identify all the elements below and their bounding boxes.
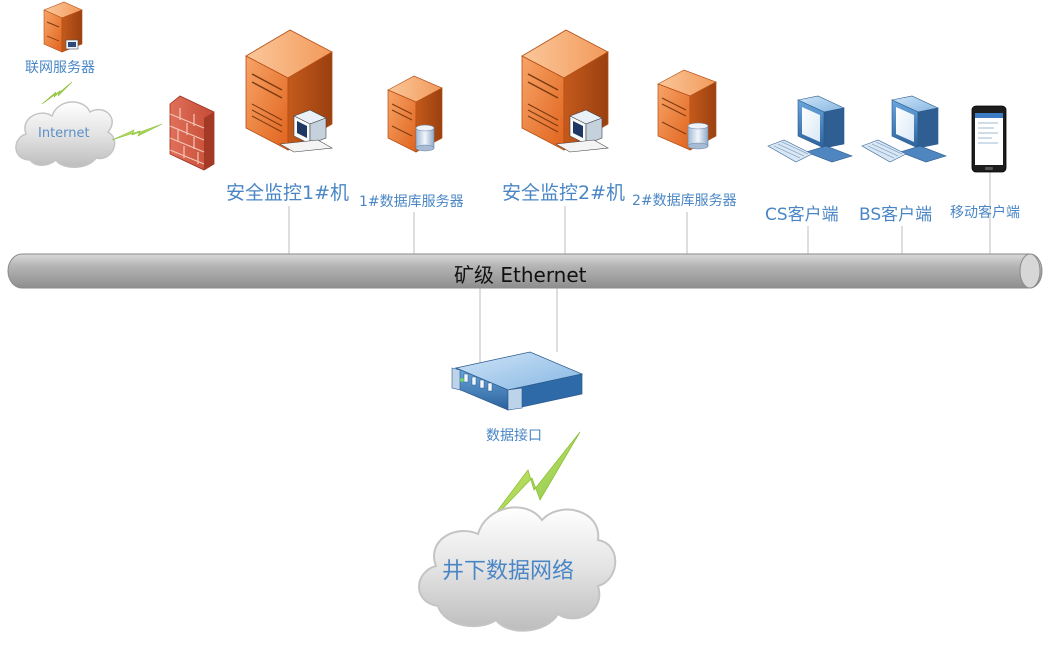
web-server-icon: [43, 1, 83, 53]
cs-client-label: CS客户端: [765, 205, 839, 225]
db2-server-icon: [657, 69, 717, 151]
lightning-web-internet: [41, 81, 73, 105]
smartphone-icon: [971, 105, 1007, 173]
internet-label: Internet: [38, 126, 90, 141]
firewall-icon: [169, 95, 215, 171]
bs-client-computer-icon: [861, 95, 947, 163]
data-interface-label: 数据接口: [486, 428, 542, 444]
bs-client-label: BS客户端: [859, 205, 933, 225]
underground-cloud-icon: [418, 506, 617, 632]
ethernet-bus-label: 矿级 Ethernet: [454, 263, 587, 287]
db1-server-icon: [387, 75, 443, 153]
internet-cloud-icon: [15, 101, 116, 168]
mobile-client-label: 移动客户端: [950, 205, 1020, 221]
web-server-label: 联网服务器: [25, 60, 95, 76]
monitor2-label: 安全监控2#机: [502, 182, 626, 204]
bus-connectors: [288, 172, 991, 368]
db2-label: 2#数据库服务器: [632, 193, 737, 209]
monitor1-label: 安全监控1#机: [226, 182, 350, 204]
cs-client-computer-icon: [767, 95, 853, 163]
data-interface-device-icon: [451, 351, 584, 411]
lightning-internet-firewall: [111, 123, 163, 141]
ethernet-bus: [7, 253, 1043, 289]
lightning-interface-underground: [485, 431, 581, 527]
monitor2-server-icon: [521, 29, 609, 153]
monitor1-server-icon: [245, 29, 333, 153]
db1-label: 1#数据库服务器: [359, 194, 464, 210]
underground-network-label: 井下数据网络: [442, 559, 575, 584]
